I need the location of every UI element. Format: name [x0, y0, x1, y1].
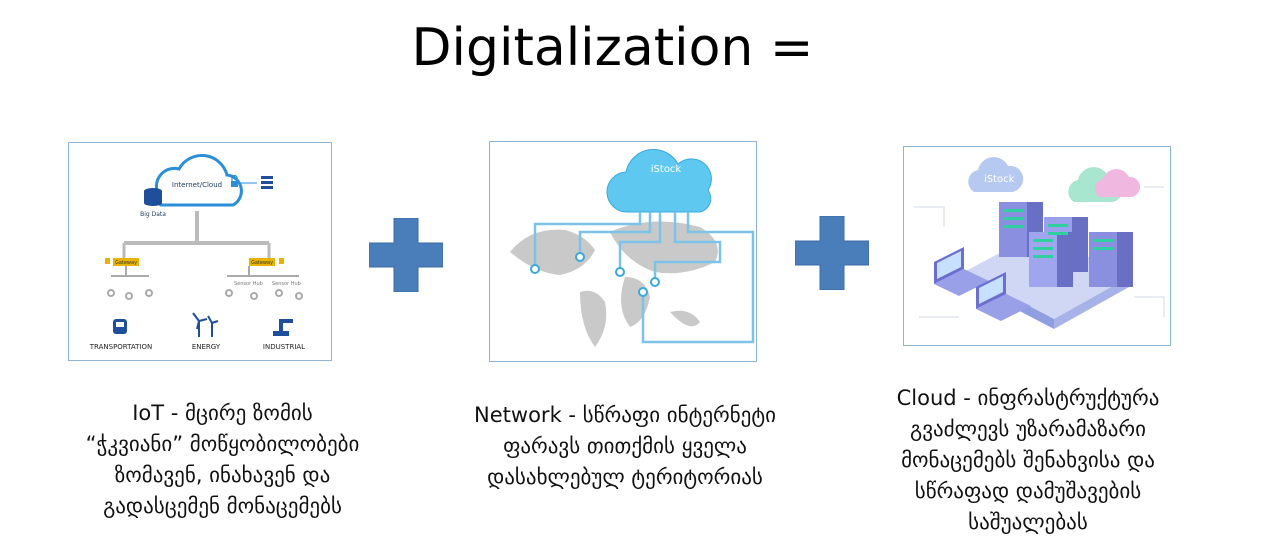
network-node-icons	[530, 252, 660, 297]
gateway-label-1: Gateway	[115, 260, 137, 266]
iot-caption-line: “ჭკვიანი” მოწყობილობები	[85, 432, 360, 456]
cloud-caption-line: საშუალებას	[968, 510, 1088, 534]
network-caption-line: Network - სწრაფი ინტერნეტი	[474, 403, 776, 427]
iot-caption-line: გადასცემენ მონაცემებს	[103, 494, 342, 518]
iot-caption-line: ზომავენ, ინახავენ და	[114, 463, 331, 487]
cloud-icon	[968, 157, 1141, 202]
cloud-caption: Cloud - ინფრასტრუქტურა გვაძლევს უზარამაზ…	[858, 383, 1198, 538]
slide-title: Digitalization =	[411, 18, 814, 78]
gateway-lock-icons	[105, 258, 284, 264]
cloud-icon	[606, 148, 712, 213]
robot-arm-icon	[273, 319, 293, 336]
iot-caption: IoT - მცირე ზომის “ჭკვიანი” მოწყობილობებ…	[50, 398, 395, 522]
network-caption-line: ფარავს თითქმის ყველა	[503, 434, 747, 458]
big-data-label: Big Data	[140, 211, 166, 218]
iot-diagram-image: Internet/Cloud Big Data Gateway Gateway	[68, 142, 332, 361]
sensor-node-icons	[107, 289, 303, 300]
cloud-caption-line: გვაძლევს უზარამაზარი	[910, 417, 1146, 441]
circuit-lines	[914, 186, 1165, 318]
energy-label: ENERGY	[192, 343, 221, 351]
sensor-hub-label-2: Sensor Hub	[272, 281, 301, 287]
network-caption: Network - სწრაფი ინტერნეტი ფარავს თითქმი…	[440, 400, 810, 493]
wind-turbine-icon	[192, 312, 219, 337]
cloud-icon	[154, 153, 243, 207]
plus-icon	[369, 218, 443, 292]
network-map-image: iStock	[489, 141, 757, 362]
network-lines	[533, 212, 755, 344]
cloud-caption-line: მონაცემებს შენახვისა და	[901, 448, 1155, 472]
cloud-label: Internet/Cloud	[172, 181, 222, 189]
industrial-label: INDUSTRIAL	[263, 343, 305, 351]
laptop-icons	[934, 247, 1031, 321]
transportation-label: TRANSPORTATION	[89, 343, 152, 351]
server-rack-icons	[999, 202, 1133, 287]
train-icon	[113, 319, 127, 334]
network-caption-line: დასახლებულ ტერიტორიას	[487, 465, 763, 489]
plus-icon	[795, 216, 869, 290]
big-data-icon	[144, 188, 162, 206]
iot-caption-line: IoT - მცირე ზომის	[132, 401, 313, 425]
watermark: iStock	[651, 164, 682, 175]
cloud-caption-line: სწრაფად დამუშავების	[914, 479, 1142, 503]
cloud-servers-image: iStock	[903, 146, 1171, 346]
gateway-label-2: Gateway	[251, 260, 273, 266]
server-icon	[241, 176, 273, 189]
world-map-shape	[510, 221, 718, 347]
cloud-caption-line: Cloud - ინფრასტრუქტურა	[896, 386, 1160, 410]
lock-icon	[231, 174, 238, 187]
sensor-hub-label-1: Sensor Hub	[234, 281, 263, 287]
watermark: iStock	[984, 174, 1015, 185]
